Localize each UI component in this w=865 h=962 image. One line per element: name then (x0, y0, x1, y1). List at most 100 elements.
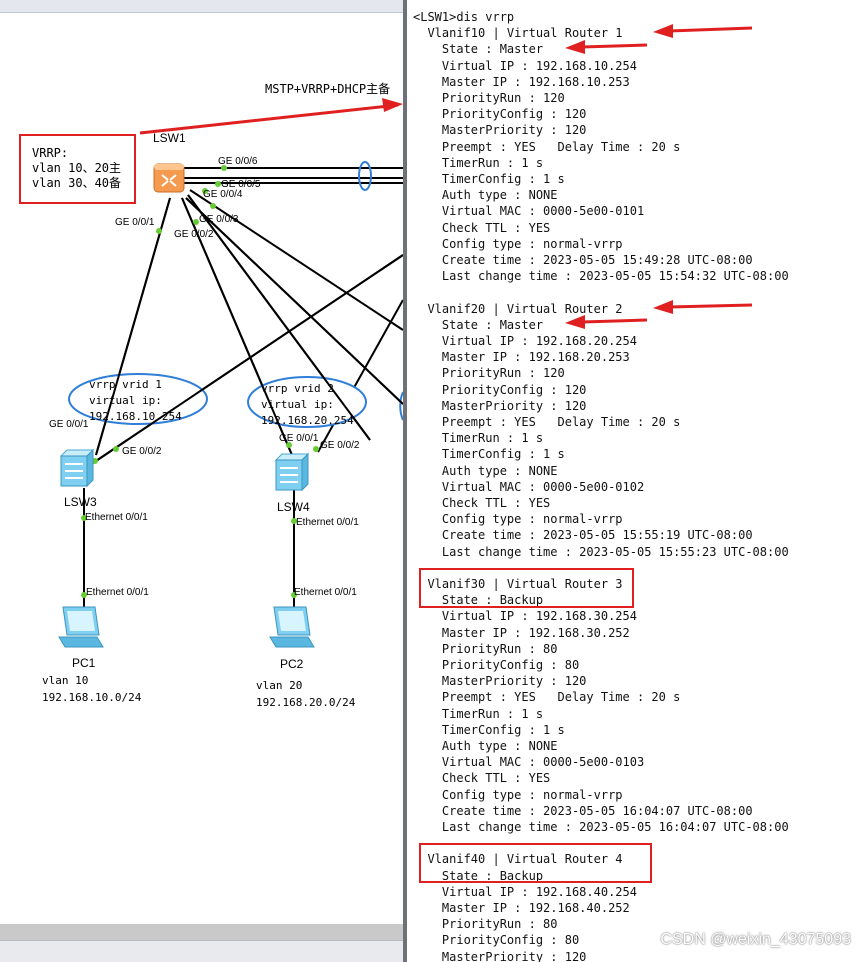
vrid2-note: vrrp vrid 2 virtual ip: 192.168.20.254 (261, 381, 354, 429)
lsw1-label: LSW1 (153, 131, 186, 145)
link-lsw1-ge004 (189, 189, 403, 331)
terminal-line: MasterPriority : 120 (413, 949, 587, 962)
terminal-line: Check TTL : YES (413, 496, 551, 510)
annotation-arrow (139, 103, 399, 135)
pc1-icon[interactable] (57, 605, 105, 651)
terminal-line: Config type : normal-vrrp (413, 787, 623, 802)
terminal-line: TimerRun : 1 s (413, 431, 544, 446)
terminal-line: PriorityConfig : 120 (413, 382, 587, 397)
vrid3-ellipse-partial (399, 391, 403, 421)
terminal-line: Vlanif40 | Virtual Router 4 (413, 852, 623, 867)
terminal-line: Auth type : NONE (413, 739, 558, 753)
port-label: GE 0/0/2 (320, 440, 360, 451)
mstp-label: MSTP+VRRP+DHCP主备 (265, 82, 391, 96)
terminal-line: PriorityConfig : 120 (413, 107, 587, 122)
terminal-line: State : Backup (413, 868, 544, 883)
vrid2-line: virtual ip: (261, 398, 334, 411)
bundle-ellipse (358, 161, 372, 191)
terminal-line: Virtual IP : 192.168.20.254 (413, 334, 637, 348)
terminal-line: State : Master (413, 317, 544, 332)
terminal-line: State : Backup (413, 593, 544, 608)
port-label: GE 0/0/4 (203, 189, 243, 200)
canvas-scrollbar[interactable] (0, 924, 403, 940)
cli-terminal[interactable]: <LSW1>dis vrrp Vlanif10 | Virtual Router… (403, 0, 865, 962)
port-label: GE 0/0/1 (279, 433, 319, 444)
vrrp-note-line: vlan 30、40备 (32, 176, 122, 190)
terminal-line: Last change time : 2023-05-05 16:04:07 U… (413, 820, 789, 834)
backup-highlight-vr4 (419, 843, 652, 883)
vrid2-line: vrrp vrid 2 (261, 382, 334, 395)
port-label: GE 0/0/1 (49, 419, 89, 430)
port-label: GE 0/0/3 (199, 214, 239, 225)
terminal-line: Preempt : YES Delay Time : 20 s (413, 415, 681, 429)
terminal-line: Create time : 2023-05-05 15:55:19 UTC-08… (413, 528, 753, 543)
vrid1-ellipse (68, 373, 208, 425)
terminal-line: Create time : 2023-05-05 15:49:28 UTC-08… (413, 253, 753, 267)
port-label: Ethernet 0/0/1 (85, 512, 148, 523)
pc2-note: vlan 20 192.168.20.0/24 (256, 677, 355, 711)
terminal-line: TimerRun : 1 s (413, 706, 544, 721)
terminal-line: PriorityConfig : 80 (413, 933, 580, 948)
vrid1-note: vrrp vrid 1 virtual ip: 192.168.10.254 (89, 377, 182, 425)
link-lsw4-ge002 (317, 299, 403, 453)
terminal-line: Vlanif10 | Virtual Router 1 (413, 26, 623, 41)
terminal-line: Master IP : 192.168.20.253 (413, 350, 630, 365)
vrid2-line: 192.168.20.254 (261, 414, 354, 427)
pc1-note: vlan 10 192.168.10.0/24 (42, 672, 141, 706)
vrid2-ellipse (247, 376, 367, 428)
terminal-line: Auth type : NONE (413, 188, 558, 203)
pc2-icon[interactable] (268, 605, 316, 651)
terminal-line: TimerConfig : 1 s (413, 722, 565, 737)
pc2-vlan: vlan 20 (256, 679, 303, 692)
vrrp-note-line: vlan 10、20主 (32, 161, 122, 175)
terminal-line: Virtual IP : 192.168.10.254 (413, 58, 637, 73)
port-label: GE 0/0/2 (174, 229, 214, 240)
port-label: GE 0/0/2 (122, 446, 162, 457)
pc1-vlan: vlan 10 (42, 674, 89, 687)
terminal-line: Virtual MAC : 0000-5e00-0101 (413, 204, 645, 219)
pc1-label: PC1 (72, 656, 96, 670)
csdn-watermark: CSDN @weixin_43075093 (660, 931, 851, 948)
terminal-line: MasterPriority : 120 (413, 398, 587, 413)
port-label: Ethernet 0/0/1 (294, 587, 357, 598)
topology-links (68, 98, 403, 610)
terminal-line: TimerRun : 1 s (413, 155, 544, 170)
core-switch-icon[interactable] (153, 161, 187, 195)
port-label: GE 0/0/6 (218, 156, 258, 167)
status-strip (0, 940, 403, 962)
lsw4-label: LSW4 (277, 500, 310, 514)
pc2-label: PC2 (280, 657, 304, 671)
terminal-line: Last change time : 2023-05-05 15:55:23 U… (413, 544, 789, 559)
terminal-line: Vlanif30 | Virtual Router 3 (413, 577, 623, 591)
terminal-line: Virtual MAC : 0000-5e00-0102 (413, 479, 645, 494)
terminal-line: Vlanif20 | Virtual Router 2 (413, 301, 623, 316)
terminal-line: Config type : normal-vrrp (413, 512, 623, 527)
terminal-line: Master IP : 192.168.30.252 (413, 625, 630, 640)
terminal-line: PriorityConfig : 80 (413, 658, 580, 672)
backup-highlight-vr3 (419, 568, 634, 608)
terminal-line: Create time : 2023-05-05 16:04:07 UTC-08… (413, 803, 753, 818)
vrrp-note-box: VRRP: vlan 10、20主 vlan 30、40备 (19, 134, 136, 204)
terminal-line: MasterPriority : 120 (413, 123, 587, 138)
terminal-line: Virtual MAC : 0000-5e00-0103 (413, 755, 645, 770)
lsw4-switch-icon[interactable] (272, 452, 310, 494)
terminal-line: PriorityRun : 80 (413, 641, 558, 656)
lsw3-switch-icon[interactable] (57, 448, 95, 490)
terminal-line: Master IP : 192.168.10.253 (413, 74, 630, 89)
vrid1-line: vrrp vrid 1 (89, 378, 162, 391)
terminal-line: Preempt : YES Delay Time : 20 s (413, 139, 681, 154)
topology-canvas[interactable]: LSW1 LSW3 LSW4 PC1 PC2 GE 0/0/6 GE 0/0/5… (0, 0, 403, 962)
terminal-line: <LSW1>dis vrrp (413, 10, 515, 24)
terminal-line: Check TTL : YES (413, 220, 551, 235)
terminal-line: Auth type : NONE (413, 463, 558, 478)
port-label: Ethernet 0/0/1 (86, 587, 149, 598)
port-label: GE 0/0/5 (221, 179, 261, 190)
pc2-net: 192.168.20.0/24 (256, 696, 356, 709)
terminal-line: PriorityRun : 80 (413, 917, 558, 932)
terminal-line: TimerConfig : 1 s (413, 447, 565, 462)
terminal-line: PriorityRun : 120 (413, 366, 565, 381)
port-label: Ethernet 0/0/1 (296, 517, 359, 528)
port-label: GE 0/0/1 (115, 217, 155, 228)
vrid1-line: virtual ip: (89, 394, 162, 407)
terminal-line: PriorityRun : 120 (413, 91, 565, 105)
